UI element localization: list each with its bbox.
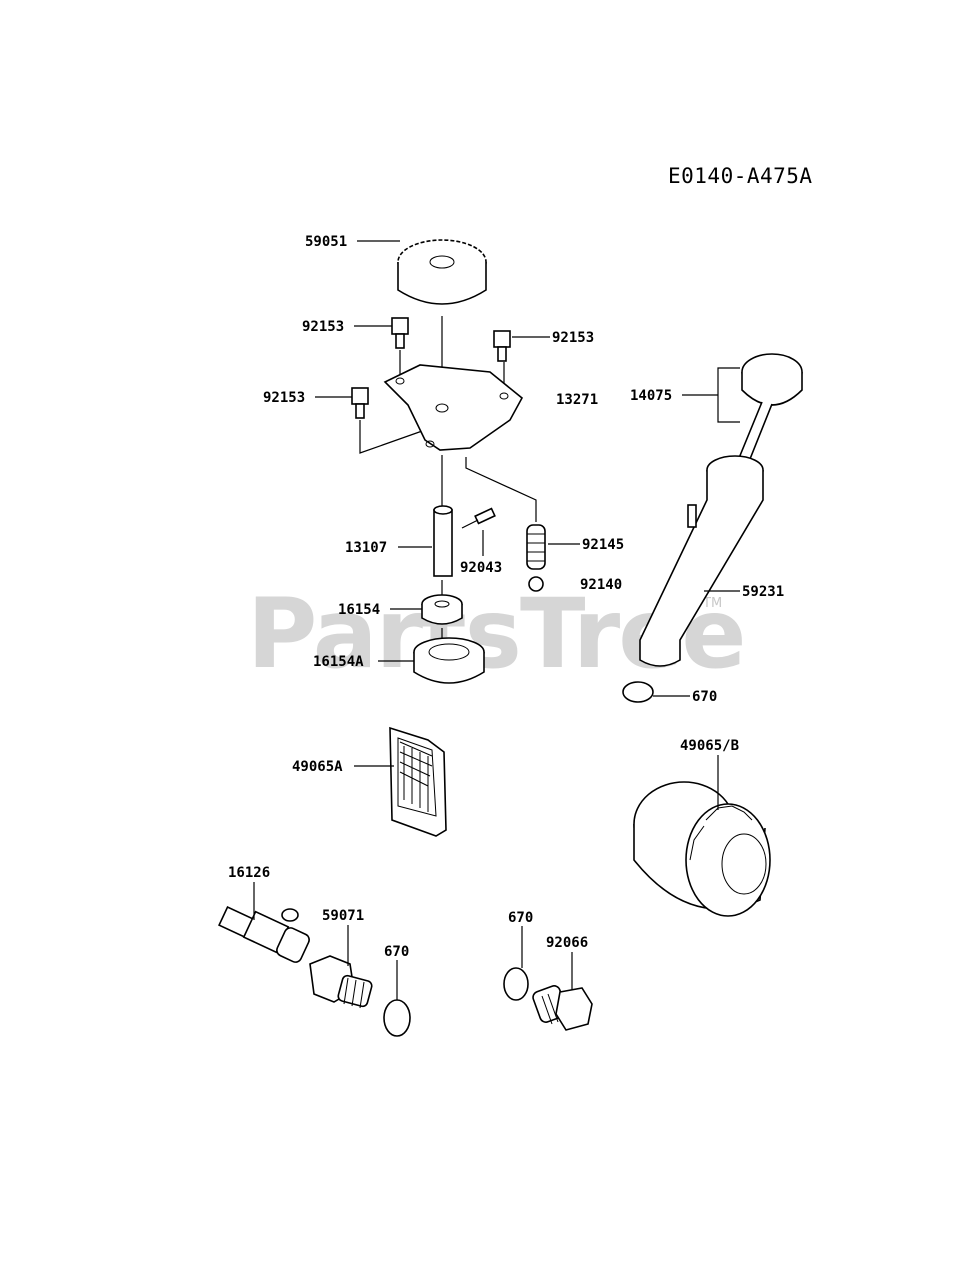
label-92145[interactable]: 92145 bbox=[582, 537, 624, 553]
label-13107[interactable]: 13107 bbox=[345, 540, 387, 556]
bolt-92153-a[interactable] bbox=[391, 317, 409, 349]
label-92066[interactable]: 92066 bbox=[546, 935, 588, 951]
plate-13271[interactable] bbox=[383, 364, 524, 451]
pin-92043[interactable] bbox=[474, 507, 496, 525]
label-670-c[interactable]: 670 bbox=[508, 910, 533, 926]
strainer-49065a[interactable] bbox=[389, 726, 447, 837]
label-59231[interactable]: 59231 bbox=[742, 584, 784, 600]
spring-92145[interactable] bbox=[526, 524, 546, 570]
label-49065a[interactable]: 49065A bbox=[292, 759, 343, 775]
ball-92140[interactable] bbox=[528, 576, 544, 592]
label-59071[interactable]: 59071 bbox=[322, 908, 364, 924]
rotor-16154a[interactable] bbox=[413, 637, 485, 684]
label-670-a[interactable]: 670 bbox=[692, 689, 717, 705]
label-59051[interactable]: 59051 bbox=[305, 234, 347, 250]
shaft-13107[interactable] bbox=[433, 505, 453, 577]
watermark-trademark: TM bbox=[703, 596, 723, 611]
bolt-92153-b[interactable] bbox=[493, 330, 511, 362]
tube-59231[interactable] bbox=[639, 455, 764, 667]
label-16126[interactable]: 16126 bbox=[228, 865, 270, 881]
label-92153-c[interactable]: 92153 bbox=[263, 390, 305, 406]
label-16154a[interactable]: 16154A bbox=[313, 654, 364, 670]
drain-plug-92066[interactable] bbox=[531, 984, 593, 1031]
label-92153-a[interactable]: 92153 bbox=[302, 319, 344, 335]
fitting-16126[interactable] bbox=[218, 905, 311, 964]
label-92140[interactable]: 92140 bbox=[580, 577, 622, 593]
rotor-16154[interactable] bbox=[421, 594, 463, 625]
plug-59071[interactable] bbox=[309, 955, 373, 1009]
label-49065b[interactable]: 49065/B bbox=[680, 738, 739, 754]
diagram-id: E0140-A475A bbox=[668, 164, 813, 188]
label-92043[interactable]: 92043 bbox=[460, 560, 502, 576]
o-ring-670-b[interactable] bbox=[383, 999, 411, 1037]
label-13271[interactable]: 13271 bbox=[556, 392, 598, 408]
o-ring-670-c[interactable] bbox=[503, 967, 529, 1001]
label-14075[interactable]: 14075 bbox=[630, 388, 672, 404]
label-92153-b[interactable]: 92153 bbox=[552, 330, 594, 346]
o-ring-670-a[interactable] bbox=[622, 681, 654, 703]
label-16154[interactable]: 16154 bbox=[338, 602, 380, 618]
bolt-92153-c[interactable] bbox=[351, 387, 369, 419]
label-670-b[interactable]: 670 bbox=[384, 944, 409, 960]
oil-filter-49065b[interactable] bbox=[633, 781, 771, 917]
gear-59051[interactable] bbox=[397, 239, 487, 305]
